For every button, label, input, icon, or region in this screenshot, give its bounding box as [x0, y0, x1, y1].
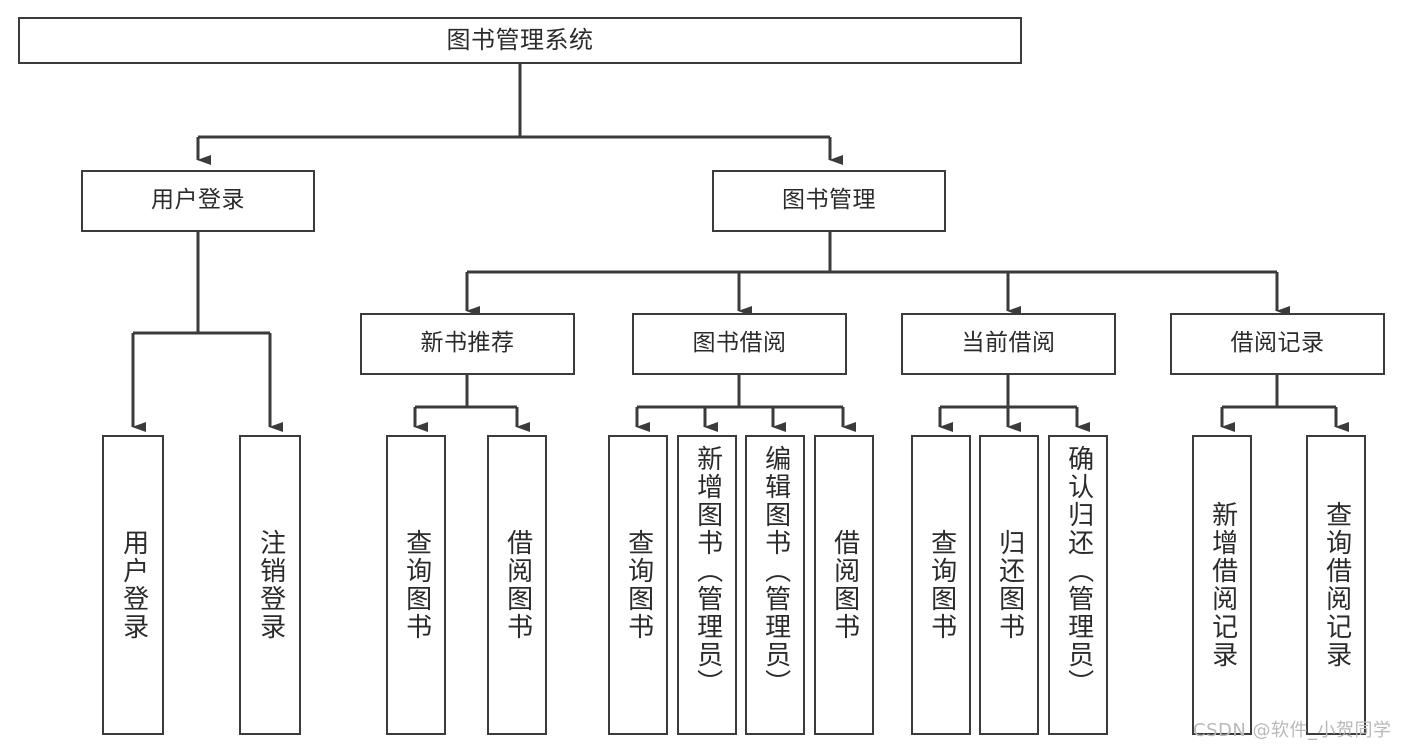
node-leaf-query-book-1[interactable]: 查询图书	[386, 435, 446, 735]
node-book-borrow-label: 图书借阅	[692, 330, 787, 357]
node-leaf-logout-login[interactable]: 注销登录	[239, 435, 301, 735]
node-leaf-confirm-return[interactable]: 确认归还（管理员）	[1048, 435, 1108, 735]
node-current-borrow[interactable]: 当前借阅	[901, 313, 1116, 375]
node-leaf-add-record[interactable]: 新增借阅记录	[1192, 435, 1252, 735]
node-leaf-borrow-book-2-label: 借阅图书	[829, 529, 860, 641]
node-leaf-logout-login-label: 注销登录	[255, 529, 286, 641]
node-leaf-query-record[interactable]: 查询借阅记录	[1306, 435, 1366, 735]
node-user-login[interactable]: 用户登录	[81, 170, 315, 232]
node-leaf-query-book-2-label: 查询图书	[623, 529, 654, 641]
node-book-management[interactable]: 图书管理	[712, 170, 946, 232]
node-leaf-query-book-2[interactable]: 查询图书	[608, 435, 668, 735]
csdn-watermark: CSDN @软件_小贺同学	[1193, 720, 1392, 741]
node-root-book-management-system[interactable]: 图书管理系统	[18, 17, 1022, 64]
node-leaf-user-login[interactable]: 用户登录	[102, 435, 164, 735]
node-leaf-borrow-book-1[interactable]: 借阅图书	[487, 435, 547, 735]
node-user-login-label: 用户登录	[151, 187, 245, 214]
node-new-book-recommend-label: 新书推荐	[420, 330, 515, 357]
node-leaf-query-record-label: 查询借阅记录	[1321, 501, 1352, 669]
node-leaf-return-book-label: 归还图书	[994, 529, 1025, 641]
node-leaf-borrow-book-1-label: 借阅图书	[502, 529, 533, 641]
node-root-label: 图书管理系统	[446, 26, 594, 55]
node-book-borrow[interactable]: 图书借阅	[632, 313, 847, 375]
node-leaf-user-login-label: 用户登录	[118, 529, 149, 641]
node-leaf-return-book[interactable]: 归还图书	[979, 435, 1039, 735]
node-new-book-recommend[interactable]: 新书推荐	[360, 313, 575, 375]
node-leaf-add-book[interactable]: 新增图书（管理员）	[677, 435, 737, 735]
node-leaf-query-book-3-label: 查询图书	[926, 529, 957, 641]
node-book-management-label: 图书管理	[782, 187, 876, 214]
node-borrow-record[interactable]: 借阅记录	[1170, 313, 1385, 375]
node-leaf-borrow-book-2[interactable]: 借阅图书	[814, 435, 874, 735]
node-leaf-confirm-return-label: 确认归还（管理员）	[1063, 445, 1094, 697]
node-leaf-add-book-label: 新增图书（管理员）	[692, 445, 723, 697]
node-borrow-record-label: 借阅记录	[1230, 330, 1325, 357]
node-current-borrow-label: 当前借阅	[961, 330, 1056, 357]
node-leaf-edit-book-label: 编辑图书（管理员）	[760, 445, 791, 697]
node-leaf-query-book-1-label: 查询图书	[401, 529, 432, 641]
node-leaf-edit-book[interactable]: 编辑图书（管理员）	[745, 435, 805, 735]
node-leaf-query-book-3[interactable]: 查询图书	[911, 435, 971, 735]
node-leaf-add-record-label: 新增借阅记录	[1207, 501, 1238, 669]
